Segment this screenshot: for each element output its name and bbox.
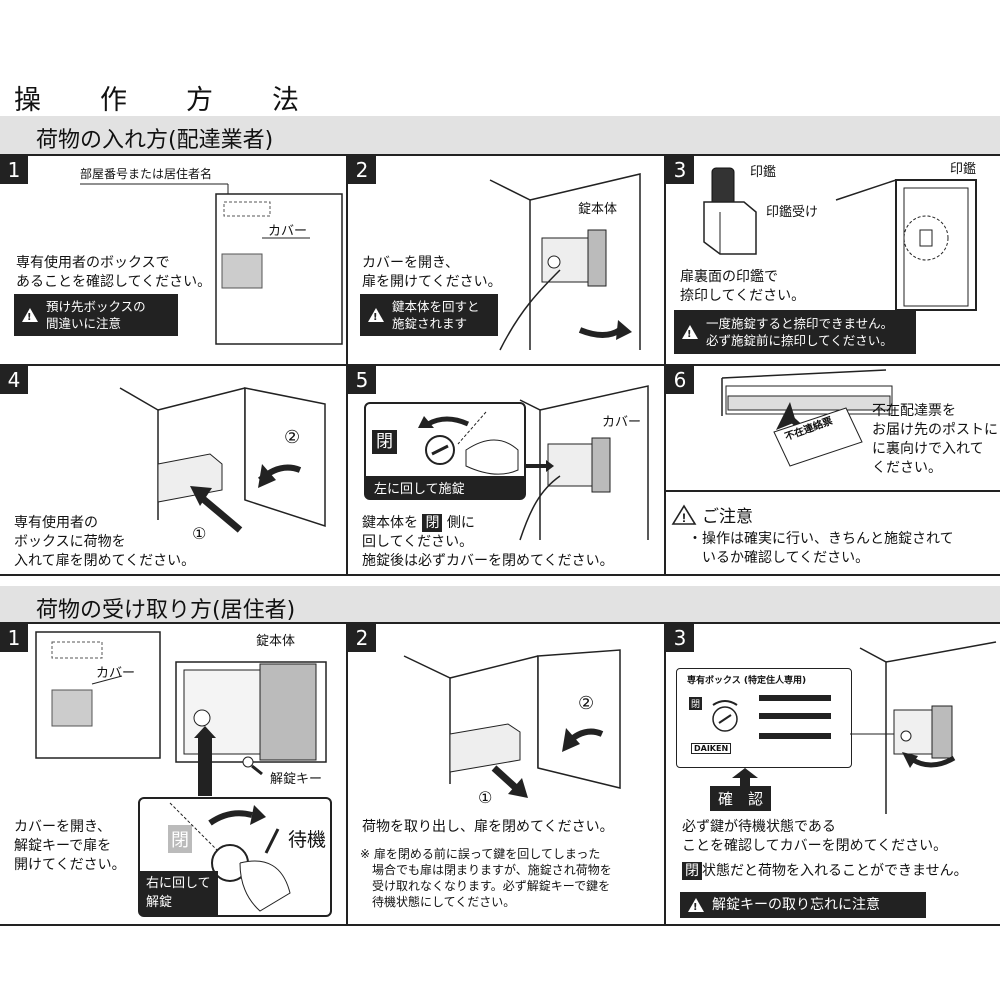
warning-badge: 解錠キーの取り忘れに注意 <box>680 892 926 918</box>
step-number: 5 <box>348 366 376 394</box>
key-turn-right-illustration <box>169 802 291 912</box>
mailbox-closed-illustration <box>850 641 997 814</box>
mark-1: ① <box>192 524 207 543</box>
mark-2: ② <box>578 693 595 714</box>
divider <box>0 574 1000 576</box>
step-number: 2 <box>348 156 376 184</box>
mailbox-unlock-illustration <box>35 631 327 796</box>
step-text-a: 鍵本体を <box>362 515 418 531</box>
step-number: 3 <box>666 156 694 184</box>
divider <box>664 154 666 574</box>
standby-label: 待機 <box>288 829 327 851</box>
mailbox-lock-illustration <box>519 385 649 541</box>
step-number: 2 <box>348 624 376 652</box>
step-text: 回してください。 施錠後は必ずカバーを閉めてください。 <box>362 534 614 569</box>
unlock-detail-callout: 閉 待機 右に回して 解錠 <box>138 797 332 917</box>
warning-text: 一度施錠すると捺印できません。 必ず施錠前に捺印してください。 <box>706 316 894 348</box>
step-text-2: 閉状態だと荷物を入れることができません。 <box>682 862 968 881</box>
seal-holder-label: 印鑑受け <box>766 205 819 220</box>
step-text: 専有使用者の ボックスに荷物を 入れて扉を閉めてください。 <box>14 515 196 569</box>
warning-icon <box>688 898 704 916</box>
step-text-b: 側に <box>446 515 475 531</box>
step-text: 専有使用者のボックスで あることを確認してください。 <box>16 255 212 290</box>
step-text: 不在配達票を お届け先のポストに に裏向けで入れて ください。 <box>872 403 998 476</box>
step-text: カバーを開き、 扉を開けてください。 <box>362 255 502 290</box>
divider <box>0 154 1000 156</box>
plate-text-bar <box>759 733 831 739</box>
post-slot-illustration <box>721 369 893 467</box>
divider <box>666 490 1000 492</box>
warning-badge: 一度施錠すると捺印できません。 必ず施錠前に捺印してください。 <box>674 310 916 354</box>
step-text: 必ず鍵が待機状態である ことを確認してカバーを閉めてください。 <box>682 819 948 854</box>
step-text-2b: 状態だと荷物を入れることができません。 <box>702 863 968 879</box>
warning-badge: 預け先ボックスの 間違いに注意 <box>14 294 178 336</box>
step-number: 4 <box>0 366 28 394</box>
page-title: 操 作 方 法 <box>14 85 315 116</box>
step-text: 扉裏面の印鑑で 捺印してください。 <box>680 269 806 304</box>
box-remove-illustration <box>403 649 621 798</box>
lock-label: 錠本体 <box>256 634 296 649</box>
lock-detail-callout: 閉 左に回して施錠 <box>364 402 526 500</box>
close-mark-inline: 閉 <box>422 514 443 532</box>
room-label: 部屋番号または居住者名 <box>80 167 213 181</box>
key-turn-left-illustration <box>418 411 519 475</box>
seal-label-2: 印鑑 <box>950 162 977 177</box>
mailbox-front-illustration <box>80 183 343 345</box>
key-label: 解錠キー <box>270 772 323 787</box>
warning-text: 解錠キーの取り忘れに注意 <box>712 896 880 913</box>
caution-icon: ! <box>671 503 697 525</box>
warning-text: 預け先ボックスの 間違いに注意 <box>46 299 146 331</box>
cover-label: カバー <box>602 415 642 430</box>
warning-text: 鍵本体を回すと 施錠されます <box>392 299 480 331</box>
warning-icon <box>682 325 698 343</box>
step-note: ※ 扉を閉める前に誤って鍵を回してしまった 場合でも扉は閉まりますが、施錠され荷… <box>360 847 612 909</box>
step-number: 3 <box>666 624 694 652</box>
caution-text: ・操作は確実に行い、きちんと施錠されて いるか確認してください。 <box>688 531 954 566</box>
divider <box>346 154 348 574</box>
divider <box>0 924 1000 926</box>
warning-icon <box>368 308 384 326</box>
plate-brand: DAIKEN <box>691 743 732 754</box>
caution-title: ! ご注意 <box>671 502 753 527</box>
turn-right-caption: 右に回して 解錠 <box>140 871 218 915</box>
step-text: カバーを開き、 解錠キーで扉を 開けてください。 <box>14 819 126 873</box>
close-mark: 閉 <box>372 430 397 454</box>
seal-stamp-illustration <box>703 167 757 255</box>
plate-text-bar <box>759 695 831 701</box>
delivery-section-header: 荷物の入れ方(配達業者) <box>0 116 1000 154</box>
seal-label: 印鑑 <box>750 165 777 180</box>
step-number: 1 <box>0 156 28 184</box>
divider <box>346 622 348 924</box>
svg-text:!: ! <box>682 511 686 525</box>
resident-section-header: 荷物の受け取り方(居住者) <box>0 586 1000 624</box>
divider <box>664 622 666 924</box>
close-mark-inline: 閉 <box>682 862 702 880</box>
door-inside-illustration <box>835 178 977 312</box>
cover-label: カバー <box>96 666 136 681</box>
step-number: 1 <box>0 624 28 652</box>
step-text-line1: 鍵本体を 閉 側に <box>362 514 475 533</box>
plate-title: 専有ボックス (特定住人専用) <box>687 676 807 686</box>
step-number: 6 <box>666 366 694 394</box>
mailbox-open-cover-illustration <box>489 173 641 351</box>
warning-badge: 鍵本体を回すと 施錠されます <box>360 294 498 336</box>
plate-close-mark: 閉 <box>689 697 703 710</box>
box-insert-illustration <box>119 387 326 533</box>
step-text: 荷物を取り出し、扉を閉めてください。 <box>362 819 614 835</box>
close-mark: 閉 <box>168 825 192 853</box>
warning-icon <box>22 308 38 326</box>
plate-text-bar <box>759 713 831 719</box>
cover-label: カバー <box>268 224 308 239</box>
instruction-plate: 専有ボックス (特定住人専用) 閉 DAIKEN <box>676 668 852 768</box>
mark-1: ① <box>478 788 493 807</box>
plate-key-dial <box>712 700 738 732</box>
lock-label: 錠本体 <box>578 202 618 217</box>
divider <box>0 364 1000 366</box>
divider <box>0 622 1000 624</box>
caution-title-text: ご注意 <box>702 507 753 527</box>
mark-2: ② <box>284 427 301 448</box>
confirm-label: 確 認 <box>710 786 772 811</box>
turn-left-caption: 左に回して施錠 <box>366 476 524 498</box>
